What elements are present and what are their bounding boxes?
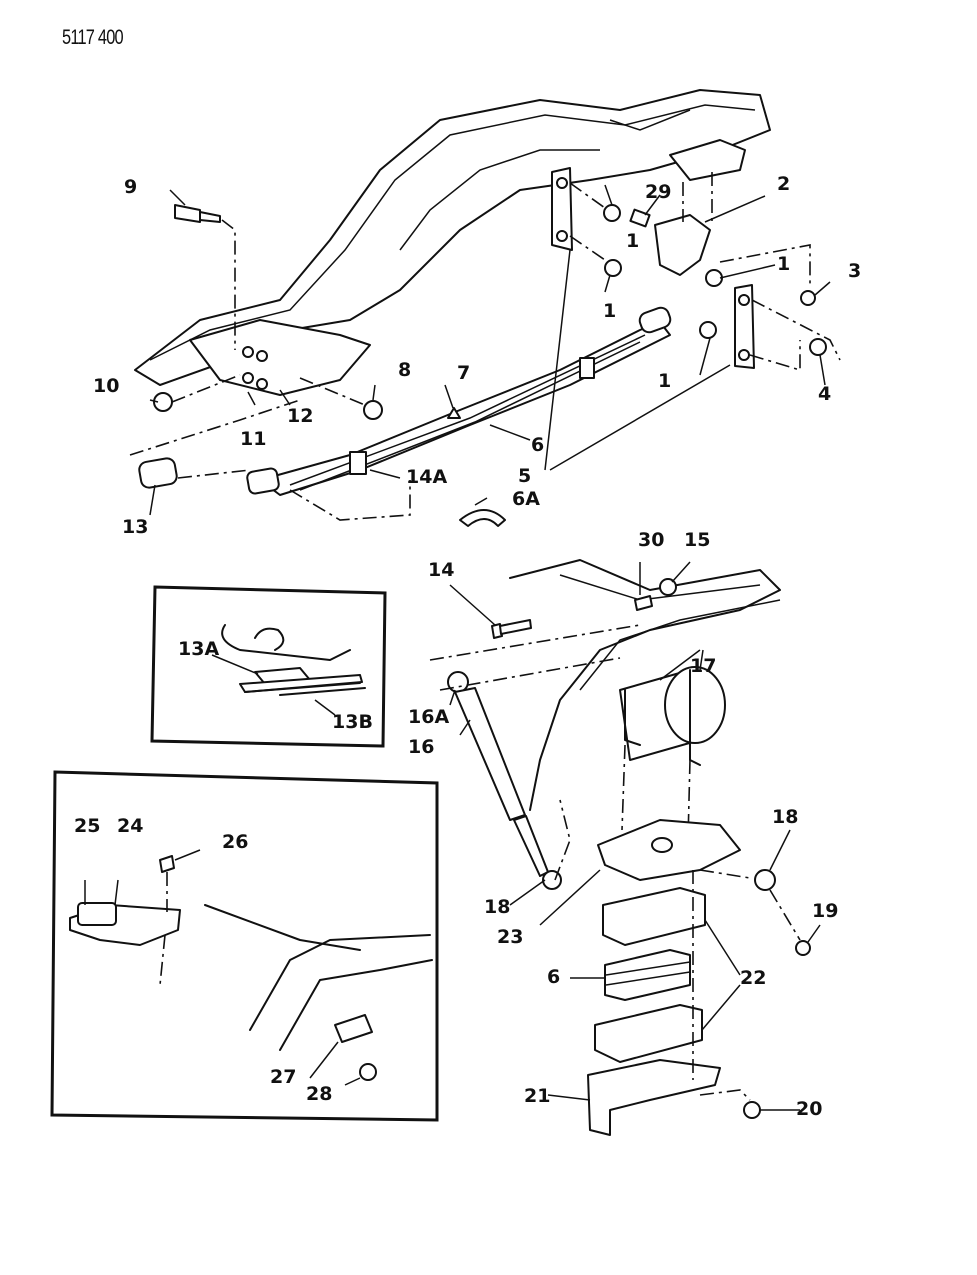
callout-20: 20	[796, 1098, 823, 1120]
callout-26: 26	[222, 831, 249, 853]
axle-housing	[619, 666, 726, 841]
callout-19: 19	[812, 900, 839, 922]
callout-5: 5	[518, 465, 532, 487]
nut-4	[749, 299, 841, 372]
callout-30: 30	[638, 529, 665, 551]
callout-11: 11	[240, 428, 267, 450]
callout-24: 24	[117, 815, 144, 837]
bolt-14	[491, 619, 532, 639]
callout-9: 9	[124, 176, 138, 198]
callout-14A: 14A	[406, 466, 448, 488]
shackle-5	[551, 167, 755, 369]
callout-13: 13	[122, 516, 149, 538]
callout-4: 4	[818, 383, 832, 405]
frame-rail	[134, 89, 771, 386]
nut-15	[659, 578, 677, 596]
callout-17: 17	[690, 655, 717, 677]
insulator-13	[138, 457, 178, 489]
callout-10: 10	[93, 375, 120, 397]
callout-18-right: 18	[772, 806, 799, 828]
callout-22: 22	[740, 967, 767, 989]
bushing-18-right	[754, 869, 776, 891]
callout-8: 8	[398, 359, 412, 381]
callout-14: 14	[428, 559, 455, 581]
bolt-9	[174, 204, 236, 350]
nut-19	[795, 940, 811, 956]
front-hanger-bracket	[189, 319, 371, 396]
callout-3: 3	[848, 260, 862, 282]
sleeve-29	[629, 208, 651, 228]
spacer-6A	[459, 509, 506, 527]
bolt-3	[719, 244, 816, 306]
shock-absorber-16	[429, 624, 641, 890]
callout-16A: 16A	[408, 706, 450, 728]
callout-28: 28	[306, 1083, 333, 1105]
bushings-1	[603, 204, 723, 339]
bracket-21	[587, 870, 751, 1136]
bumper-inset-box	[50, 770, 439, 1122]
callout-1c: 1	[777, 253, 791, 275]
callout-13B: 13B	[332, 711, 373, 733]
center-bolt-7	[447, 407, 461, 419]
callout-6A: 6A	[512, 488, 540, 510]
callout-21: 21	[524, 1085, 551, 1107]
callout-1a: 1	[626, 230, 640, 252]
document-code: 5117 400	[62, 26, 124, 49]
callout-1b: 1	[603, 300, 617, 322]
callout-6-block: 6	[547, 966, 561, 988]
callout-2: 2	[777, 173, 791, 195]
spring-block-6	[604, 949, 691, 1001]
callout-1d: 1	[658, 370, 672, 392]
leaf-spring-6	[246, 306, 672, 496]
callout-6: 6	[531, 434, 545, 456]
callout-16: 16	[408, 736, 435, 758]
callout-13A: 13A	[178, 638, 220, 660]
callout-23: 23	[497, 926, 524, 948]
nut-20	[743, 1101, 761, 1119]
spacers-22	[594, 887, 706, 1063]
leader-lines	[149, 184, 831, 1111]
spring-plate-23	[597, 819, 741, 881]
nut-8	[363, 400, 383, 420]
callout-18-left: 18	[484, 896, 511, 918]
shim-inset-box	[150, 585, 387, 748]
callout-25: 25	[74, 815, 101, 837]
callout-12: 12	[287, 405, 314, 427]
callout-29: 29	[645, 181, 672, 203]
callout-27: 27	[270, 1066, 297, 1088]
callout-15: 15	[684, 529, 711, 551]
shackle-bracket-2	[654, 139, 746, 276]
callout-7: 7	[457, 362, 471, 384]
bracket-30	[634, 595, 653, 611]
